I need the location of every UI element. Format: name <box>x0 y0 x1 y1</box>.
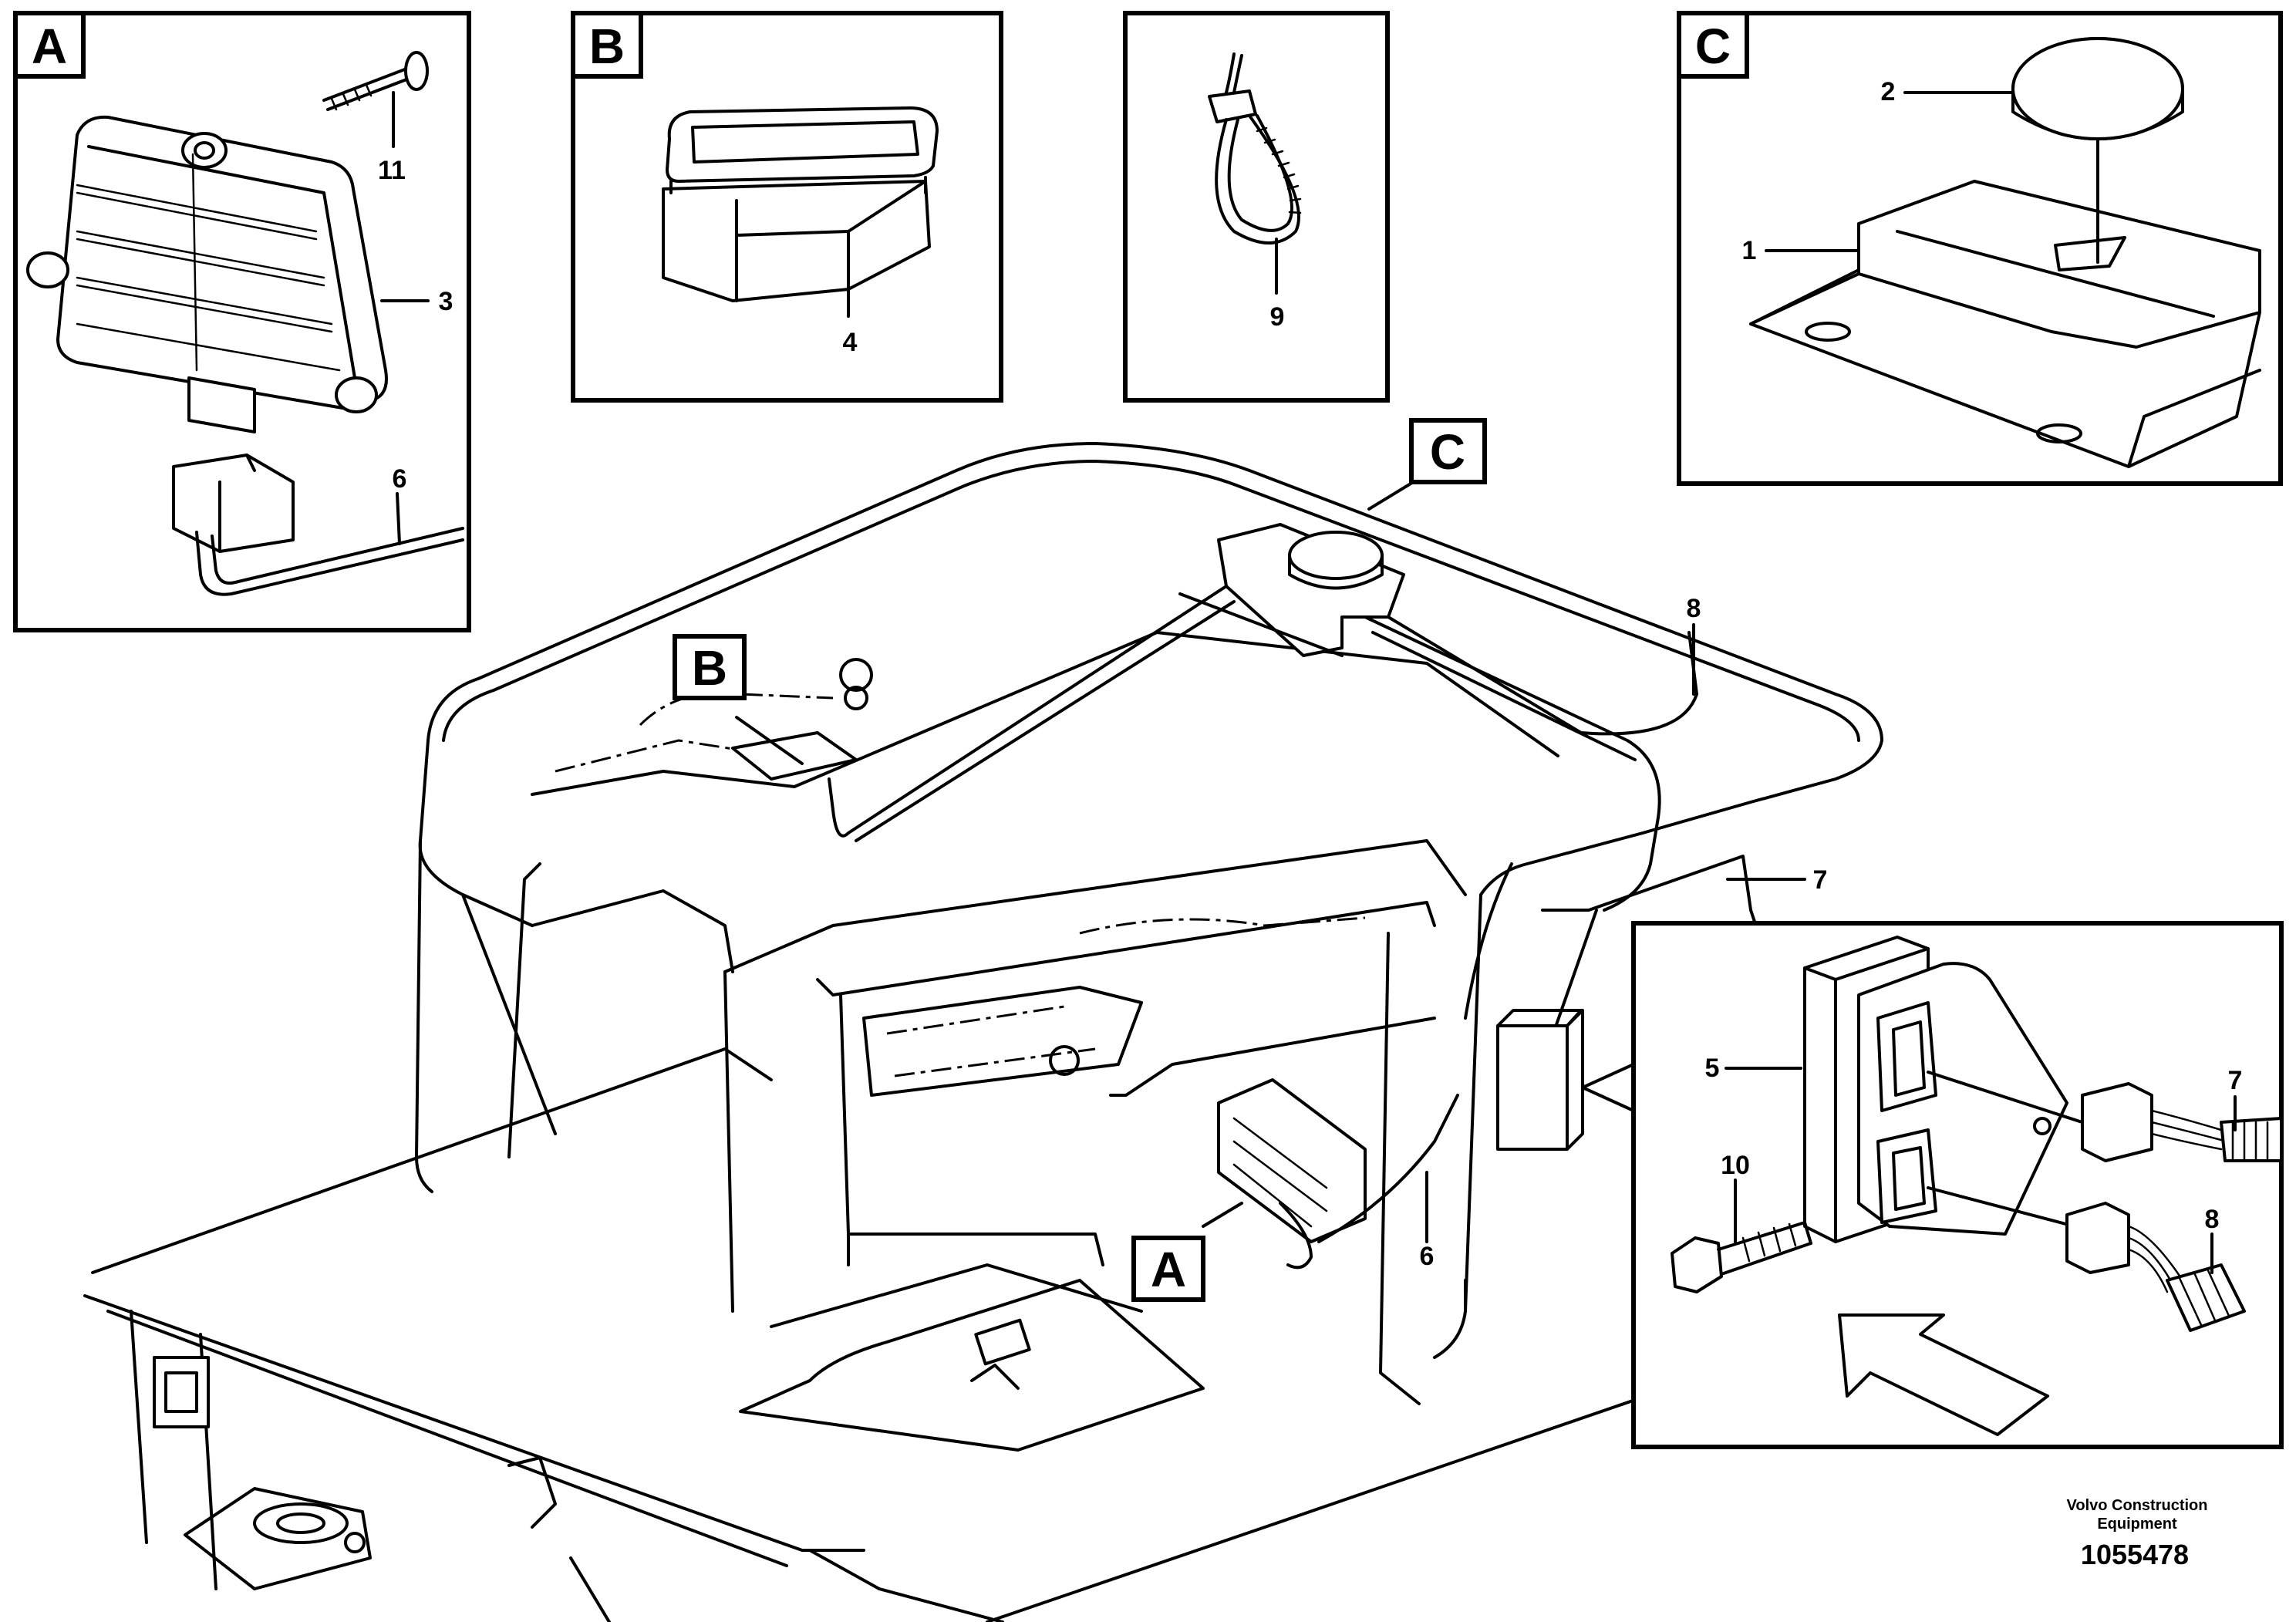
footer-drawing-number: 1055478 <box>2081 1539 2189 1570</box>
panel-detail <box>1631 921 2284 1449</box>
panel-a: A <box>13 11 471 632</box>
flag-a-letter: A <box>1151 1242 1186 1297</box>
panel-a-callout-11: 11 <box>378 156 406 185</box>
panel-c-letter: C <box>1695 19 1731 74</box>
flag-a: A <box>1131 1236 1205 1302</box>
panel-a-callout-6: 6 <box>393 464 407 494</box>
panel-cable-tie <box>1123 11 1390 403</box>
detail-callout-5: 5 <box>1705 1054 1720 1083</box>
flag-c: C <box>1409 418 1487 484</box>
panel-b-callout-4: 4 <box>843 328 858 357</box>
main-callout-6: 6 <box>1420 1242 1435 1271</box>
panel-c-callout-2: 2 <box>1881 77 1896 106</box>
panel-tie-callout-9: 9 <box>1270 302 1285 332</box>
panel-b: B <box>571 11 1003 403</box>
flag-b-letter: B <box>692 640 727 696</box>
flag-c-letter: C <box>1430 424 1465 480</box>
detail-callout-8: 8 <box>2205 1205 2220 1234</box>
panel-a-callout-3: 3 <box>439 287 453 316</box>
panel-a-letter: A <box>32 19 67 74</box>
main-callout-8: 8 <box>1687 594 1701 623</box>
panel-c-callout-1: 1 <box>1742 236 1757 265</box>
footer-company-line2: Equipment <box>2097 1516 2177 1533</box>
main-assembly-drawing <box>83 442 1883 1622</box>
footer-company-line1: Volvo Construction <box>2067 1497 2208 1514</box>
panel-b-letter: B <box>589 19 625 74</box>
flag-b: B <box>673 634 747 700</box>
detail-callout-7: 7 <box>2228 1066 2243 1095</box>
detail-callout-10: 10 <box>1721 1151 1750 1180</box>
panel-c: C <box>1677 11 2283 486</box>
main-callout-7: 7 <box>1813 865 1828 895</box>
